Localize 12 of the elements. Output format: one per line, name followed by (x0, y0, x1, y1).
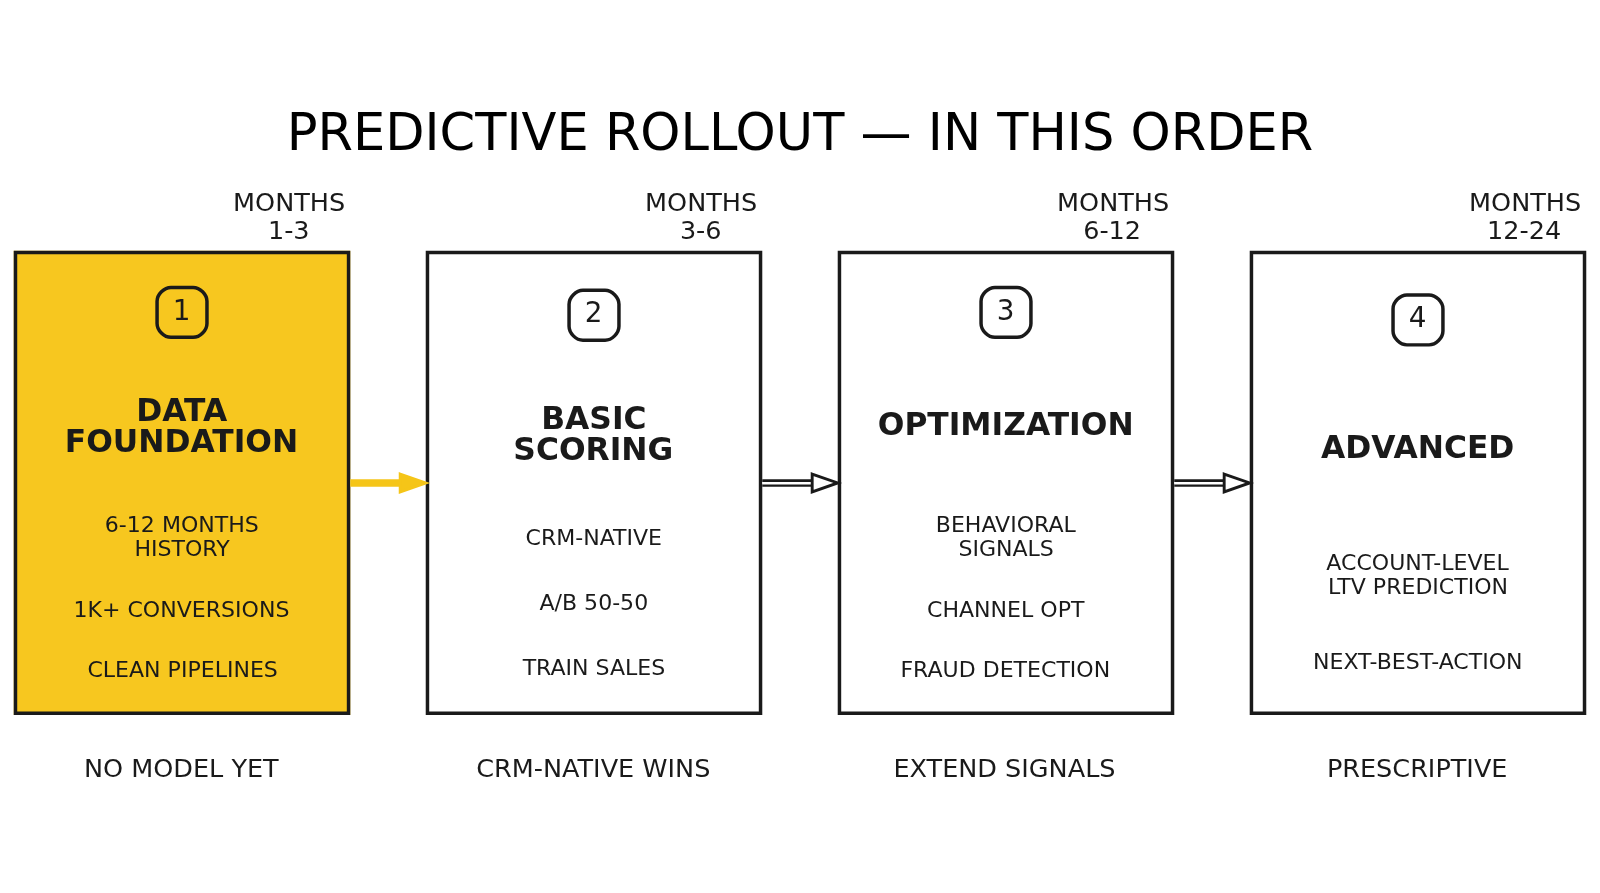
node-label: CRM-NATIVE WINS (476, 752, 711, 783)
arrow (1174, 471, 1255, 494)
node-label: MONTHS 12-24 (1469, 186, 1582, 245)
node-label: MONTHS 3-6 (645, 186, 758, 245)
node-label: EXTEND SIGNALS (893, 752, 1116, 783)
arrow (350, 471, 431, 494)
node-label: NO MODEL YET (83, 752, 279, 783)
node-label: PRESCRIPTIVE (1326, 752, 1508, 783)
diagram-title: PREDICTIVE ROLLOUT — IN THIS ORDER (286, 102, 1314, 162)
arrow (762, 471, 843, 494)
node-label: MONTHS 1-3 (233, 186, 346, 245)
node-label: MONTHS 6-12 (1057, 186, 1170, 245)
